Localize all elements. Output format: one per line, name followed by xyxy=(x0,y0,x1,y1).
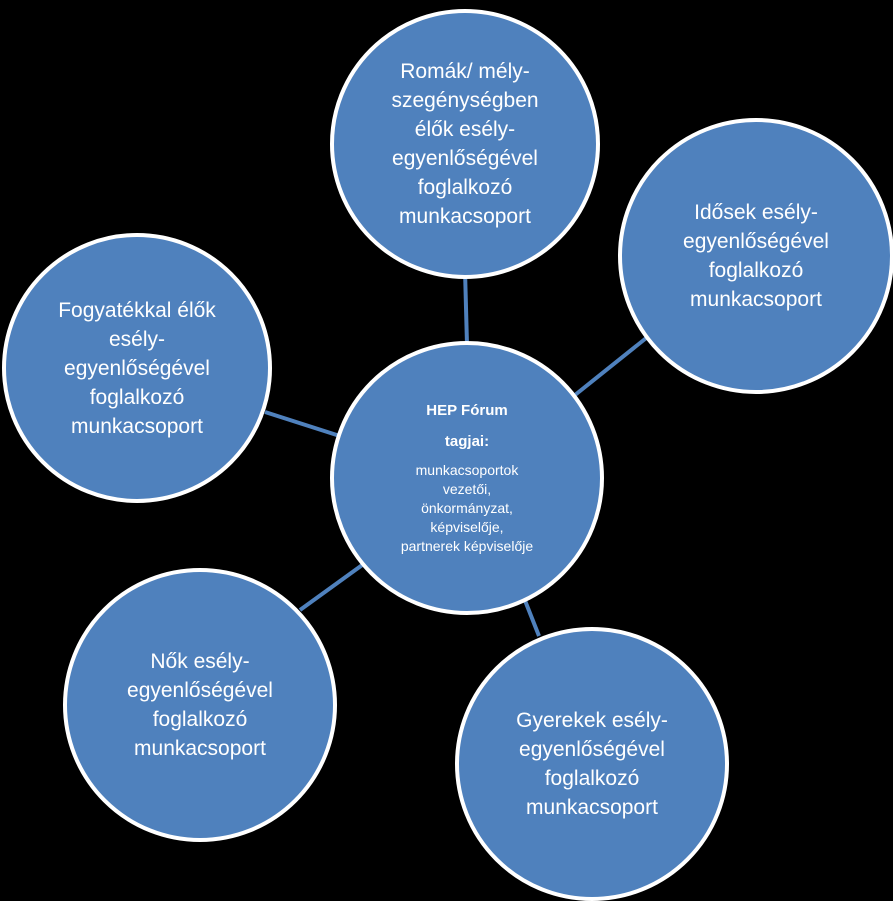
node-nok: Nők esély- egyenlőségével foglalkozó mun… xyxy=(63,568,337,842)
connector-romak xyxy=(463,269,469,346)
center-members: munkacsoportok vezetői, önkormányzat, ké… xyxy=(400,461,534,554)
connector-gyerekek xyxy=(522,597,541,637)
node-gyerekek-label: Gyerekek esély- egyenlőségével foglalkoz… xyxy=(516,709,668,819)
connector-idosek xyxy=(573,333,652,397)
node-nok-label: Nők esély- egyenlőségével foglalkozó mun… xyxy=(127,650,273,760)
node-romak-label: Romák/ mély- szegénységben élők esély- e… xyxy=(391,60,539,228)
node-hep-forum: HEP Fórum tagjai: munkacsoportok vezetői… xyxy=(330,341,604,615)
connector-nok xyxy=(298,561,367,612)
node-fogyatekkal-label: Fogyatékkal élők esély- egyenlőségével f… xyxy=(58,298,216,438)
center-subtitle: tagjai: xyxy=(444,432,490,450)
center-title: HEP Fórum xyxy=(426,401,508,419)
connector-fogyatekkal xyxy=(264,410,344,439)
node-idosek-label: Idősek esély- egyenlőségével foglalkozó … xyxy=(683,201,829,311)
node-idosek: Idősek esély- egyenlőségével foglalkozó … xyxy=(618,118,893,394)
node-fogyatekkal: Fogyatékkal élők esély- egyenlőségével f… xyxy=(2,233,272,503)
node-romak: Romák/ mély- szegénységben élők esély- e… xyxy=(330,9,600,279)
node-gyerekek: Gyerekek esély- egyenlőségével foglalkoz… xyxy=(455,627,729,901)
